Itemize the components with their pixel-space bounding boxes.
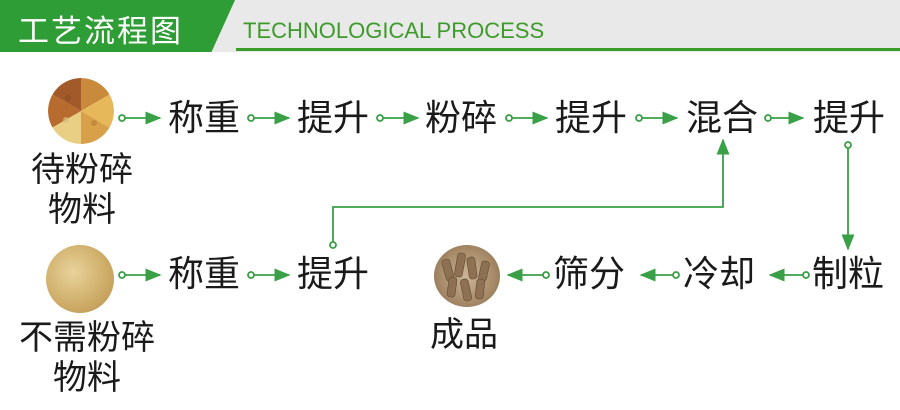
row1-step-weigh: 称重 [168,98,241,139]
row3-step-pelletize: 制粒 [812,254,885,295]
source-caption-grind-line1: 待粉碎 [31,150,133,190]
feed-pellets-image [434,245,500,307]
arrow-r1-3 [376,111,420,125]
source-caption-nogrind: 不需粉碎 物料 [12,318,162,398]
row1-step-lift-3: 提升 [813,98,886,139]
arrow-r1-2 [247,111,291,125]
row3-step-cool: 冷却 [683,254,756,295]
powder-material-image [46,245,114,313]
arrow-r1-6 [764,111,805,125]
row1-step-lift-2: 提升 [555,98,628,139]
arrow-merge [329,138,730,249]
header-underline [236,48,900,51]
mixed-grains-image [48,78,114,144]
row3-step-screen: 筛分 [553,254,626,295]
arrow-r3-3 [506,268,550,282]
arrow-r1-4 [505,111,549,125]
source-caption-grind: 待粉碎 物料 [22,150,142,230]
header-title-block [0,0,235,52]
arrow-r1-5 [635,111,679,125]
arrow-r3-2 [639,268,680,282]
arrow-down [841,141,855,251]
row1-step-mix: 混合 [686,98,759,139]
arrow-r2-2 [247,268,291,282]
arrow-r1-1 [118,111,162,125]
header-title: 工艺流程图 [18,14,183,50]
source-caption-grind-line2: 物料 [48,190,116,230]
row2-step-weigh: 称重 [168,254,241,295]
arrow-r2-1 [118,268,162,282]
row2-step-lift: 提升 [297,254,370,295]
header-subtitle: TECHNOLOGICAL PROCESS [243,18,545,43]
product-caption: 成品 [430,315,498,355]
source-caption-nogrind-line2: 物料 [53,358,121,398]
arrow-r3-1 [768,268,810,282]
source-caption-nogrind-line1: 不需粉碎 [19,318,155,358]
header-bar: 工艺流程图 TECHNOLOGICAL PROCESS [0,0,900,52]
row1-step-grind: 粉碎 [425,98,498,139]
row1-step-lift-1: 提升 [297,98,370,139]
